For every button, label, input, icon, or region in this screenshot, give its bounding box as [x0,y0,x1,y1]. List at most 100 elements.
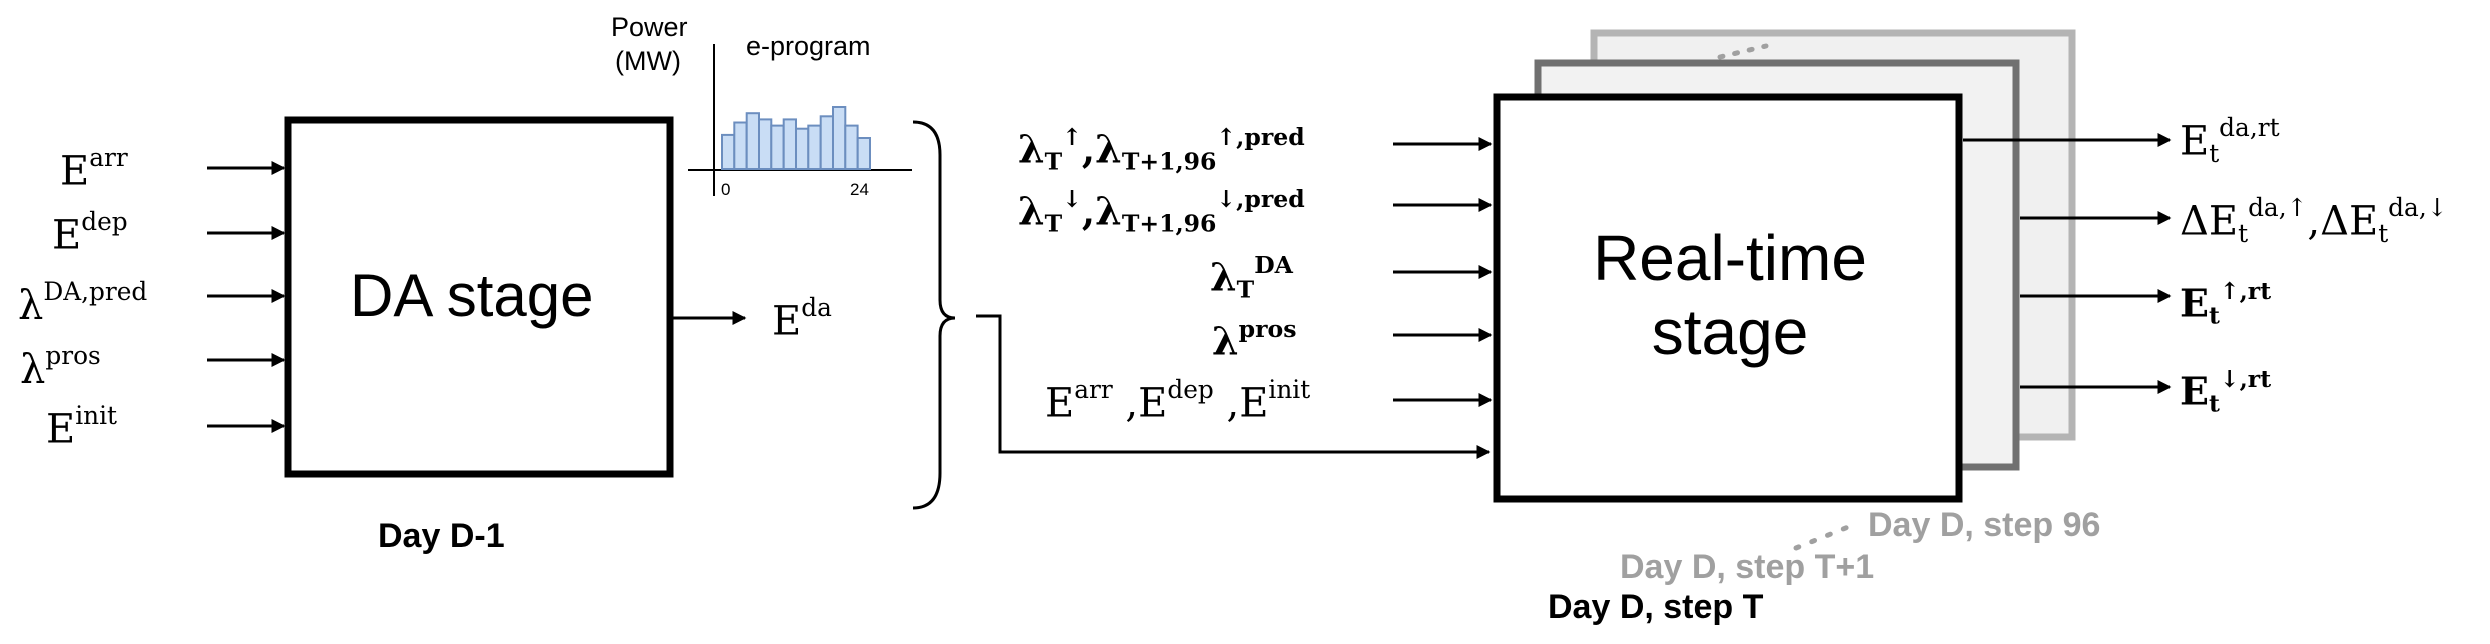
e-program-bar [733,121,748,170]
e-program-bar [795,127,810,170]
rt-input-E-init-sup: init [1268,375,1311,404]
rt-output-o1-sup: da,rt [2219,113,2280,142]
rt-input-down-b-base: λ [1095,188,1122,234]
e-program-chart [688,44,912,196]
rt-input-da-base: λ [1210,254,1237,300]
rt-step-T-label: Day D, step T [1548,588,1764,626]
brace-connector-arrow [976,314,1491,459]
da-input-lambda-pros-base: λ [20,346,46,393]
rt-output-o2b-prefix: Δ [2320,198,2349,245]
rt-output-E-da-rt: Etda,rt [2180,113,2280,169]
rt-output-o3-sup: ↑,rt [2219,277,2272,305]
da-stage-title: DA stage [350,262,594,329]
e-program-bar [807,124,822,170]
rt-input-lambda-pros: λpros [1212,315,1297,364]
rt-input-E-init-base: E [1239,380,1269,427]
da-input-lambda-DA-pred-base: λ [18,282,44,329]
rt-input-up-a-base: λ [1018,126,1045,172]
rt-input-up-a-sub: T [1044,147,1063,176]
rt-input-up-a-sup: ↑ [1062,123,1082,151]
da-input-E-dep: Edep [52,207,128,259]
layer-dots-bottom [1793,520,1861,551]
rt-input-pros-sup: pros [1238,315,1297,343]
rt-output-E-up-rt: Et↑,rt [2180,277,2272,330]
da-input-lambda-pros: λpros [20,341,101,393]
rt-stage-box [1493,93,1963,503]
da-input-E-init: Einit [46,401,117,453]
da-input-lambda-DA-pred-sup: DA,pred [43,277,148,306]
rt-output-E-down-rt: Et↓,rt [2180,365,2272,418]
rt-input-energy: Earr ,Edep ,Einit [1045,375,1311,427]
da-output-E-da: Eda [772,293,832,345]
rt-input-lambda-up: λT↑,λT+1,96↑,pred [1018,123,1305,176]
da-output-E-da-sup: da [801,293,832,322]
rt-input-da-sup: DA [1254,251,1293,279]
chart-ylabel-line2: (MW) [615,46,681,76]
chart-tick-start: 0 [721,180,731,199]
chart-title: e-program [746,31,871,61]
da-input-lambda-DA-pred: λDA,pred [18,277,148,329]
rt-output-o1-sub: t [2209,139,2220,169]
rt-input-E-arr-sup: arr [1074,375,1113,404]
da-input-E-arr-base: E [60,148,90,195]
rt-input-down-a-sup: ↓ [1062,185,1082,213]
rt-output-arrows [1963,133,2172,394]
e-program-bar [782,118,798,170]
e-program-bar [819,115,835,171]
rt-stage-title: Real-time stage [1540,222,1920,369]
da-input-E-arr: Earr [60,143,128,195]
rt-stage-title-line2: stage [1651,295,1809,368]
e-program-bar [745,112,761,170]
da-input-arrows [207,161,747,433]
e-program-bar [856,137,872,170]
rt-output-o4-sup: ↓,rt [2219,365,2272,393]
rt-input-E-dep-sup: dep [1167,375,1214,404]
rt-input-down-a-base: λ [1018,188,1045,234]
da-input-E-arr-sup: arr [89,143,128,172]
chart-tick-end: 24 [850,180,869,199]
rt-input-lambda-DA: λTDA [1210,251,1293,304]
rt-input-E-dep-base: E [1138,380,1168,427]
rt-output-o2a-sup: da,↑ [2248,193,2308,222]
e-program-bar [844,124,859,170]
da-input-lambda-pros-sup: pros [45,341,101,370]
da-output-E-da-base: E [772,298,802,345]
rt-input-pros-base: λ [1212,318,1239,364]
chart-bars [721,106,872,171]
rt-output-o2a-sub: t [2238,219,2249,249]
da-day-label: Day D-1 [378,517,505,555]
chart-ylabel-line1: Power [611,12,688,42]
rt-output-o3-sub: t [2208,301,2220,330]
rt-input-down-b-sup: ↓,pred [1216,185,1305,213]
rt-output-delta-E: ΔEtda,↑,ΔEtda,↓ [2180,193,2448,249]
da-input-E-init-base: E [46,406,76,453]
rt-step-T1-label: Day D, step T+1 [1620,548,1875,586]
da-input-E-dep-sup: dep [81,207,128,236]
da-input-E-dep-base: E [52,212,82,259]
rt-input-E-arr-base: E [1045,380,1075,427]
rt-output-o2a-base: E [2208,198,2239,245]
rt-input-up-b-sub: T+1,96 [1121,147,1217,176]
rt-input-down-a-sub: T [1044,209,1063,238]
rt-output-o4-sub: t [2208,389,2220,418]
rt-output-o4-base: E [2180,368,2209,414]
rt-input-lambda-down: λT↓,λT+1,96↓,pred [1018,185,1305,238]
e-program-bar [721,133,736,170]
da-stage-box [284,116,674,478]
rt-output-o2b-base: E [2349,198,2379,245]
da-input-E-init-sup: init [75,401,117,430]
e-program-bar [832,106,847,170]
rt-input-da-sub: T [1236,275,1255,304]
curly-brace [912,120,956,510]
e-program-bar [770,124,785,170]
rt-input-arrows [1393,137,1493,407]
rt-output-o1-base: E [2180,118,2210,165]
rt-input-down-b-sub: T+1,96 [1121,209,1217,238]
rt-output-o2b-sub: t [2378,219,2389,249]
rt-stage-title-line1: Real-time [1593,222,1867,294]
rt-step-96-label: Day D, step 96 [1868,506,2101,544]
rt-input-up-b-base: λ [1095,126,1122,172]
rt-input-up-b-sup: ↑,pred [1216,123,1305,151]
